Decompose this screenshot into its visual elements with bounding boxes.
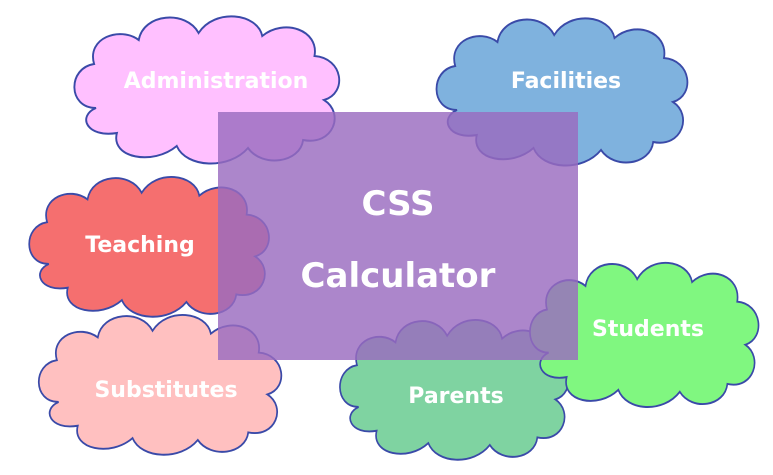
cloud-label-facilities: Facilities bbox=[511, 69, 621, 94]
cloud-label-administration: Administration bbox=[124, 69, 309, 94]
cloud-label-students: Students bbox=[592, 317, 704, 342]
cloud-label-teaching: Teaching bbox=[85, 233, 195, 258]
center-box bbox=[218, 112, 578, 360]
labels-layer: CSS Calculator Administration FacilitiesT… bbox=[85, 69, 704, 409]
center-title-line2: Calculator bbox=[301, 256, 496, 296]
cloud-label-parents: Parents bbox=[408, 384, 503, 409]
center-title-line1: CSS bbox=[361, 184, 434, 224]
cloud-label-substitutes: Substitutes bbox=[94, 378, 237, 403]
